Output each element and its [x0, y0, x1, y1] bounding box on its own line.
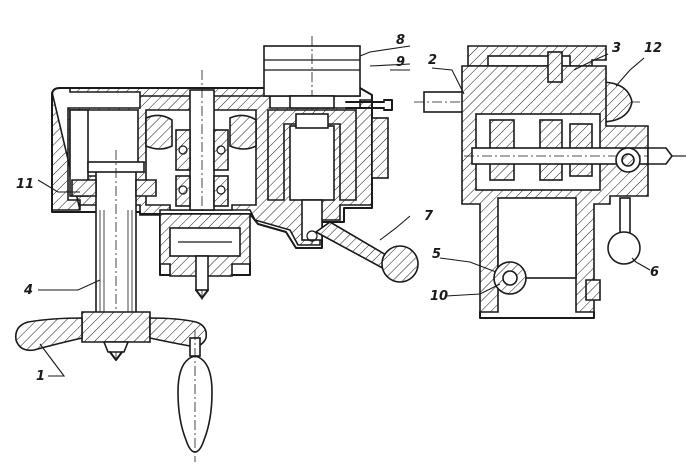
callout-10: 10	[430, 289, 448, 304]
callout-1: 1	[36, 369, 45, 384]
callout-6: 6	[650, 265, 659, 280]
handwheel-tip	[109, 351, 123, 361]
shaft-end-knob	[599, 81, 633, 123]
callout-2: 2	[428, 53, 437, 68]
lever6-ball	[607, 231, 641, 265]
bearing-upper	[175, 129, 191, 171]
feed-column-flange-r	[135, 179, 157, 197]
bearing-upper-r	[213, 129, 229, 171]
right-cover	[371, 117, 389, 179]
handwheel-hub	[81, 311, 151, 343]
worm-wheel-left	[145, 114, 173, 150]
right-spindle-pin	[306, 230, 318, 242]
left-view-section	[14, 36, 419, 462]
bearing-lower-r	[213, 175, 229, 207]
callout-8: 8	[396, 33, 405, 48]
right-spindle-housing	[267, 109, 357, 201]
callout-12: 12	[644, 41, 662, 56]
lower-gear-shaft	[195, 255, 209, 291]
motor-block	[263, 45, 361, 97]
right-spindle-body	[289, 125, 335, 201]
callout-5: 5	[432, 247, 441, 262]
lower-gear-tip	[195, 289, 209, 299]
key-slot	[547, 51, 563, 83]
side-bolt	[345, 99, 393, 111]
callout-3: 3	[612, 41, 621, 56]
callout-4: 4	[23, 283, 33, 298]
right-base	[479, 311, 595, 319]
callout-7: 7	[424, 209, 434, 224]
handwheel-spoke-left	[14, 317, 83, 352]
leader-lines	[37, 45, 651, 377]
right-view-section	[414, 45, 686, 319]
bearing-balls	[178, 145, 226, 195]
worm-wheel-right	[229, 114, 257, 150]
bearing-lower	[175, 175, 191, 207]
feed-column-flange	[71, 179, 97, 197]
callout-labels: 11 4 1 8 9 7 5 10 2 3 12 6	[16, 33, 662, 384]
callout-9: 9	[396, 55, 405, 70]
handwheel-boss	[102, 341, 130, 353]
lower-shaft-nut	[647, 147, 673, 165]
right-base-foot	[585, 279, 601, 301]
motor-flange	[289, 95, 335, 109]
callout-11: 11	[16, 177, 34, 192]
feed-screw-threads	[99, 210, 133, 320]
right-spindle-nut	[295, 113, 329, 129]
right-spindle-stem	[301, 199, 323, 241]
lever-ball	[381, 245, 419, 283]
